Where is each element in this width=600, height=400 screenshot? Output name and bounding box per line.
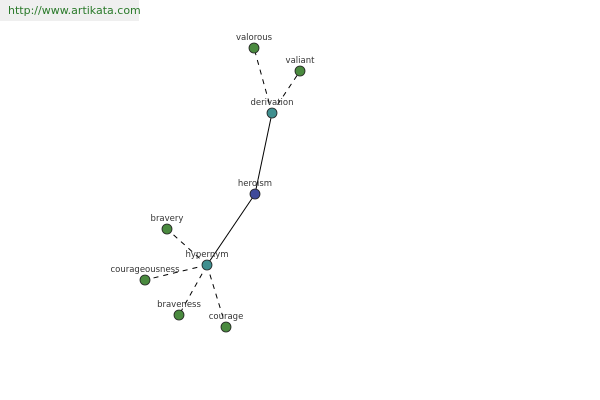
label-heroism: heroism xyxy=(238,179,272,189)
label-valorous: valorous xyxy=(236,33,273,43)
label-valiant: valiant xyxy=(286,56,316,66)
url-banner: http://www.artikata.com xyxy=(0,0,141,21)
edge-derivation-valiant xyxy=(271,70,301,114)
graph-nodes xyxy=(139,42,306,333)
node-hypernym[interactable] xyxy=(201,259,213,271)
graph-edges xyxy=(144,47,301,328)
edge-hypernym-courageousness xyxy=(144,264,208,281)
edge-heroism-hypernym xyxy=(206,193,256,266)
node-courage[interactable] xyxy=(220,321,232,333)
edge-hypernym-courage xyxy=(206,264,227,328)
graph-labels: heroism derivation valorous valiant hypernym… xyxy=(110,33,315,322)
node-courageousness[interactable] xyxy=(139,274,151,286)
label-courage: courage xyxy=(209,312,244,322)
node-bravery[interactable] xyxy=(161,223,173,235)
label-braveness: braveness xyxy=(157,300,201,310)
edge-heroism-derivation xyxy=(254,112,273,195)
node-braveness[interactable] xyxy=(173,309,185,321)
node-valorous[interactable] xyxy=(248,42,260,54)
node-valiant[interactable] xyxy=(294,65,306,77)
edge-hypernym-bravery xyxy=(166,228,208,266)
node-derivation[interactable] xyxy=(266,107,278,119)
edge-derivation-valorous xyxy=(253,47,273,114)
url-link[interactable]: http://www.artikata.com xyxy=(8,4,141,17)
label-derivation: derivation xyxy=(250,98,293,108)
label-bravery: bravery xyxy=(151,214,184,224)
label-courageousness: courageousness xyxy=(110,265,180,275)
node-heroism[interactable] xyxy=(249,188,261,200)
label-hypernym: hypernym xyxy=(185,250,228,260)
